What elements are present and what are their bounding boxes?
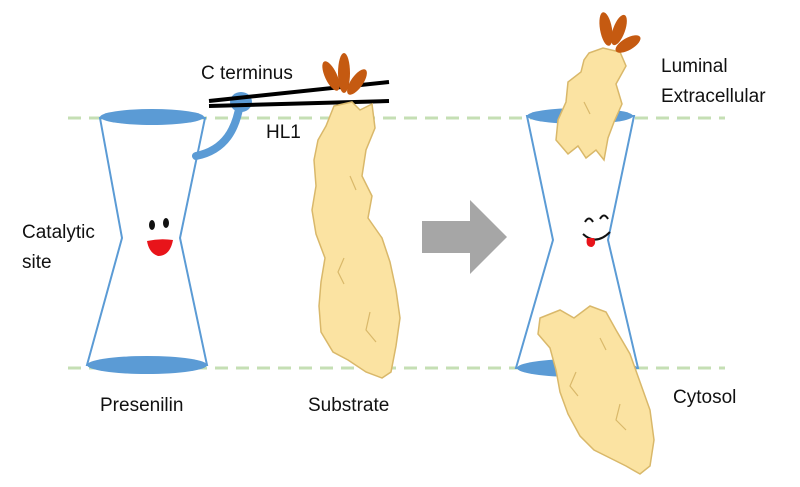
fragment-lower-body (537, 305, 655, 475)
fragment-upper-body (555, 47, 627, 162)
face-mouth (147, 239, 173, 256)
substrate-crease-2 (365, 311, 377, 343)
fragment-upper-crease (583, 101, 591, 115)
sugar-left (322, 53, 367, 95)
sugar-right-leaf-1 (599, 12, 613, 46)
chopstick-lower (208, 99, 390, 108)
label-catalytic-line2: site (22, 252, 52, 273)
label-luminal: Luminal (661, 56, 728, 77)
label-substrate: Substrate (308, 395, 389, 416)
label-cytosol: Cytosol (673, 387, 736, 408)
fragment-lower-crease-2 (615, 403, 627, 431)
sugar-right-leaf-2 (611, 14, 627, 46)
substrate-left (311, 101, 401, 379)
label-catalytic-line1: Catalytic (22, 222, 95, 243)
face-right-eye-left (584, 217, 594, 223)
face-right-tongue (586, 238, 596, 247)
sugar-right-leaf-3 (615, 35, 641, 53)
presenilin-left (85, 92, 252, 374)
fragment-lower-crease-3 (599, 337, 607, 351)
fragment-upper (555, 47, 627, 162)
process-arrow (422, 200, 507, 274)
face-right-smile (582, 231, 611, 241)
fragment-lower-crease-1 (569, 371, 579, 397)
presenilin-body (85, 117, 209, 366)
presenilin-right-body (514, 115, 640, 369)
substrate-crease-1 (337, 257, 345, 285)
presenilin-top-disc (100, 109, 204, 125)
sugar-leaf-2 (338, 53, 350, 93)
label-extracellular: Extracellular (661, 86, 766, 107)
face-eye-right (163, 218, 169, 228)
substrate-body (311, 101, 401, 379)
presenilin-bottom-disc (87, 356, 207, 374)
label-hl1: HL1 (266, 122, 301, 143)
substrate-crease-3 (349, 175, 357, 191)
face-right-eye-right (599, 214, 609, 220)
sugar-leaf-3 (347, 69, 367, 95)
fragment-lower (537, 305, 655, 475)
face-eye-left (149, 220, 155, 230)
label-c-terminus: C terminus (201, 63, 293, 84)
label-presenilin: Presenilin (100, 395, 183, 416)
sugar-right (599, 12, 641, 53)
sugar-leaf-1 (322, 61, 340, 91)
